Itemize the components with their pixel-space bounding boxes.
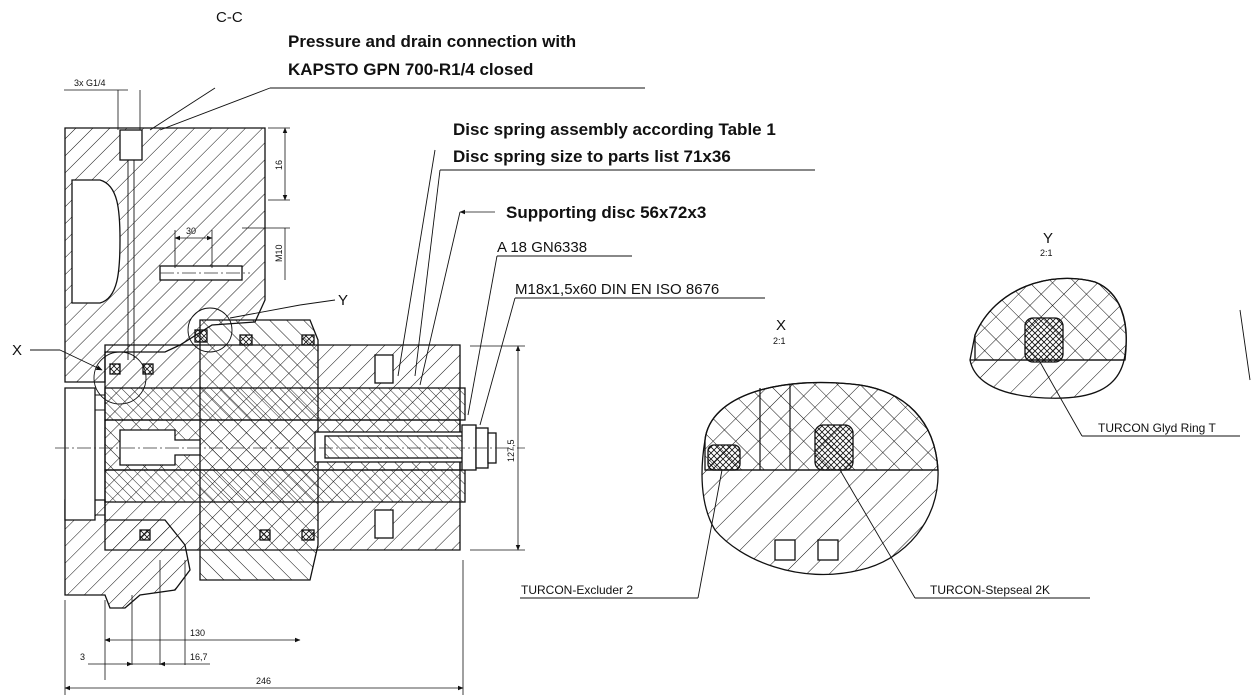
detail-y-view xyxy=(969,277,1240,437)
screw-head xyxy=(461,424,477,471)
dim-246: 246 xyxy=(256,676,271,686)
disc-callout-line2: Disc spring size to parts list 71x36 xyxy=(453,147,731,166)
leader-lines xyxy=(30,87,815,426)
dim-130: 130 xyxy=(190,628,205,638)
dim-30: 30 xyxy=(186,226,196,236)
main-section-view xyxy=(55,127,525,665)
view-marker-x: X xyxy=(12,342,22,359)
detail-y-title: Y xyxy=(1043,230,1053,247)
section-label: C-C xyxy=(216,9,243,26)
disc-callout-line1: Disc spring assembly according Table 1 xyxy=(453,120,776,139)
detail-x-title: X xyxy=(776,317,786,334)
dim-16: 16 xyxy=(274,160,284,170)
dim-127-5: 127,5 xyxy=(506,439,516,462)
detail-y-marker-circle xyxy=(187,307,233,353)
pressure-callout-line1: Pressure and drain connection with xyxy=(288,32,576,51)
dimension-lines xyxy=(64,89,525,695)
supporting-disc-callout: Supporting disc 56x72x3 xyxy=(506,203,706,222)
screw-shank xyxy=(324,435,466,459)
pin-callout: A 18 GN6338 xyxy=(497,239,587,256)
dim-3: 3 xyxy=(80,652,85,662)
glyd-ring xyxy=(1024,317,1064,363)
dim-16-7: 16,7 xyxy=(190,652,208,662)
edge-fragment xyxy=(1239,309,1251,381)
detail-x-view xyxy=(520,381,1090,599)
detail-x-marker-circle xyxy=(93,351,147,405)
stepseal xyxy=(814,424,854,471)
excluder-label: TURCON-Excluder 2 xyxy=(521,583,633,597)
dim-thread: 3x G1/4 xyxy=(74,78,106,88)
dim-m10: M10 xyxy=(274,244,284,262)
lower-disc-spring-stack xyxy=(104,469,466,503)
detail-x-scale: 2:1 xyxy=(773,336,786,346)
stepseal-label: TURCON-Stepseal 2K xyxy=(930,583,1050,597)
pressure-callout-line2: KAPSTO GPN 700-R1/4 closed xyxy=(288,60,533,79)
view-marker-y: Y xyxy=(338,292,348,309)
detail-y-scale: 2:1 xyxy=(1040,248,1053,258)
glyd-ring-label: TURCON Glyd Ring T xyxy=(1098,421,1216,435)
text-layer: C-C Pressure and drain connection with K… xyxy=(12,9,1216,686)
upper-disc-spring-stack xyxy=(104,387,466,421)
screw-callout: M18x1,5x60 DIN EN ISO 8676 xyxy=(515,281,719,298)
excluder-seal xyxy=(707,444,741,471)
